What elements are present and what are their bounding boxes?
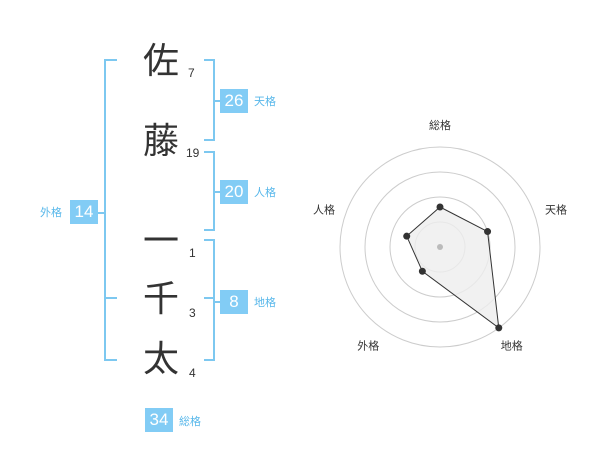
surname-strokes-2: 19 [186, 146, 200, 160]
given-char-2: 千 [142, 279, 179, 320]
tenkaku-bracket [204, 59, 215, 141]
chikaku-bracket [204, 239, 215, 361]
surname-char-1: 佐 [142, 41, 179, 82]
surname-char-2: 藤 [142, 121, 179, 162]
tenkaku-label: 天格 [254, 95, 276, 108]
given-strokes-1: 1 [189, 246, 196, 260]
chikaku-label: 地格 [254, 296, 276, 309]
radar-area [406, 206, 500, 329]
radar-axis-label: 天格 [545, 202, 567, 216]
given-strokes-3: 4 [189, 366, 196, 380]
radar-axis-label: 人格 [313, 202, 335, 216]
given-char-1: 一 [142, 221, 179, 262]
radar-point [495, 324, 503, 332]
radar-center-dot [437, 244, 443, 250]
gaikaku-bracket [104, 59, 117, 361]
jinkaku-label: 人格 [254, 186, 276, 199]
radar-point [403, 232, 411, 240]
given-char-3: 太 [142, 339, 179, 380]
radar-ring [364, 171, 516, 323]
radar-ring [339, 146, 541, 348]
soukaku-score: 34 [145, 408, 173, 432]
surname-strokes-1: 7 [188, 66, 195, 80]
gaikaku-score: 14 [70, 200, 98, 224]
radar-axis-label: 総格 [429, 118, 451, 132]
tenkaku-score: 26 [220, 89, 248, 113]
jinkaku-score: 20 [220, 180, 248, 204]
radar-ring [389, 196, 491, 298]
radar-point [484, 228, 492, 236]
radar-point [436, 203, 444, 211]
radar-axis-label: 外格 [357, 339, 379, 353]
radar-point [418, 267, 426, 275]
jinkaku-bracket [204, 151, 215, 231]
given-strokes-2: 3 [189, 306, 196, 320]
chikaku-score: 8 [220, 290, 248, 314]
radar-axis-label: 地格 [501, 339, 523, 353]
soukaku-label: 総格 [179, 415, 201, 428]
gaikaku-label: 外格 [40, 206, 62, 219]
